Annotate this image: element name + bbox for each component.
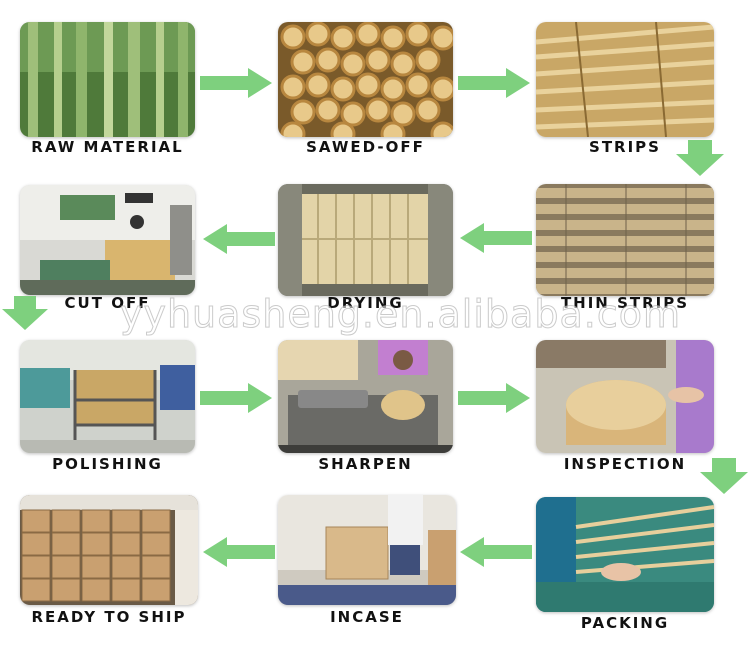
photo-packing: [536, 497, 714, 612]
arrow-raw-to-sawed-icon: [200, 68, 272, 98]
label-polishing: POLISHING: [52, 455, 163, 473]
photo-incase: [278, 495, 456, 605]
photo-raw-material: [20, 22, 195, 137]
watermark-text: yyhuasheng.en.alibaba.com: [120, 292, 681, 337]
arrow-incase-to-ship-icon: [203, 537, 275, 567]
arrow-packing-to-incase-icon: [460, 537, 532, 567]
arrow-polishing-to-sharpen-icon: [200, 383, 272, 413]
arrow-drying-to-cutoff-icon: [203, 224, 275, 254]
photo-cut-off: [20, 185, 195, 295]
arrow-inspection-down-icon: [700, 458, 748, 494]
arrow-strips-down-icon: [676, 140, 724, 176]
photo-sharpen: [278, 340, 453, 453]
label-ready-to-ship: READY TO SHIP: [31, 608, 187, 626]
label-inspection: INSPECTION: [563, 455, 687, 473]
photo-drying: [278, 184, 453, 296]
photo-thin-strips: [536, 184, 714, 296]
label-drying: DRYING: [327, 294, 404, 312]
arrow-thin-to-drying-icon: [460, 223, 532, 253]
label-sharpen: SHARPEN: [318, 455, 413, 473]
photo-sawed-off: [278, 22, 453, 137]
photo-inspection: [536, 340, 714, 453]
label-strips: STRIPS: [589, 138, 661, 156]
photo-ready-to-ship: [20, 495, 198, 605]
arrow-cutoff-down-icon: [2, 296, 48, 330]
label-cut-off: CUT OFF: [64, 294, 151, 312]
label-raw-material: RAW MATERIAL: [31, 138, 184, 156]
label-thin-strips: THIN STRIPS: [560, 294, 690, 312]
arrow-sharpen-to-inspection-icon: [458, 383, 530, 413]
label-sawed-off: SAWED-OFF: [306, 138, 425, 156]
photo-strips: [536, 22, 714, 137]
arrow-sawed-to-strips-icon: [458, 68, 530, 98]
photo-polishing: [20, 340, 195, 453]
label-packing: PACKING: [580, 614, 670, 632]
label-incase: INCASE: [330, 608, 404, 626]
